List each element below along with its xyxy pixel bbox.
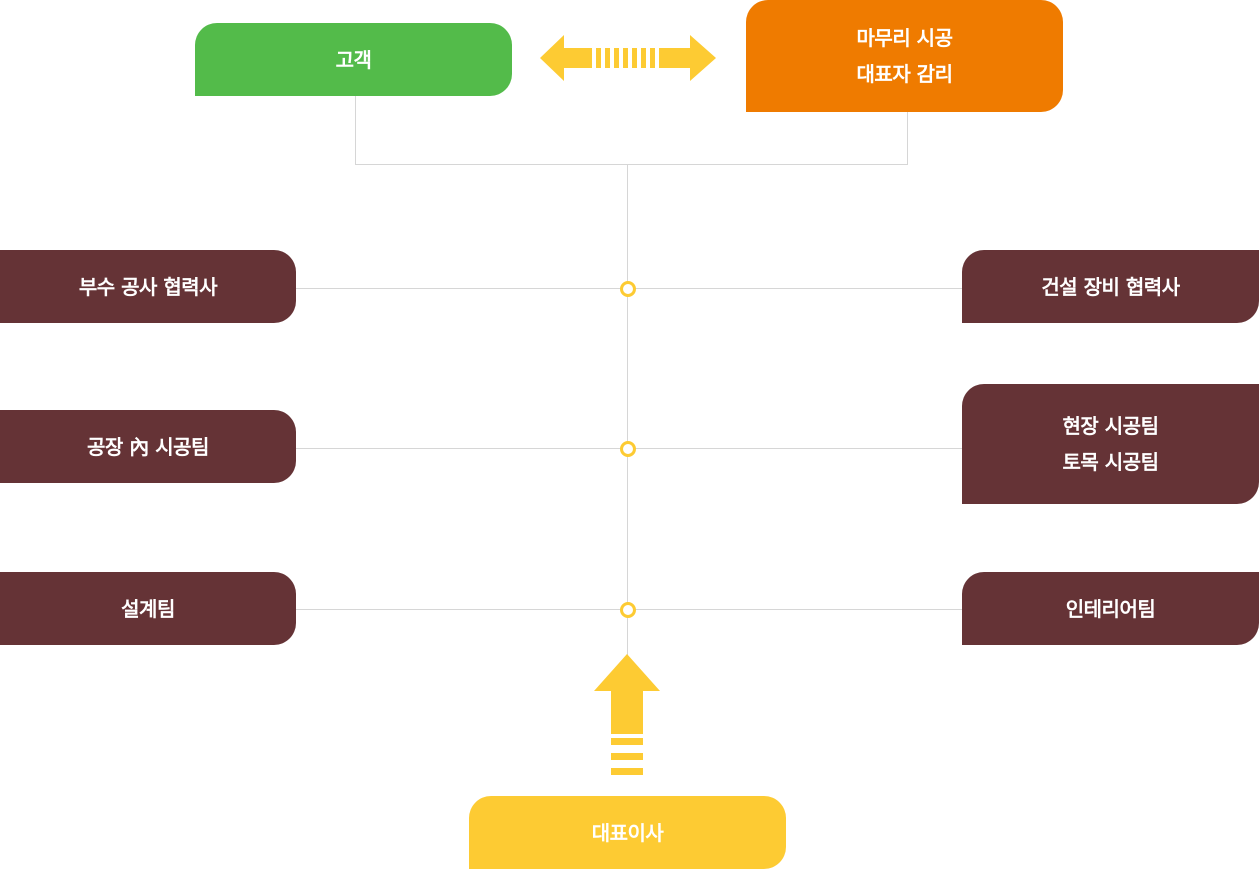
finish-supervision-box: 마무리 시공 대표자 감리 [746,0,1063,112]
ceo-label: 대표이사 [591,820,664,845]
top-horizontal-connector [355,164,908,165]
customer-box: 고객 [195,23,512,96]
junction-node-icon-2 [620,441,636,457]
left-node-label: 부수 공사 협력사 [78,274,218,299]
right-node-interior-team: 인테리어팀 [962,572,1259,645]
ceo-box: 대표이사 [469,796,786,869]
left-node-subcontractor: 부수 공사 협력사 [0,250,296,323]
finish-supervision-line-1: 마무리 시공 [856,26,953,50]
left-node-label: 설계팀 [121,596,175,621]
junction-node-icon-3 [620,602,636,618]
right-node-equipment-partner: 건설 장비 협력사 [962,250,1259,323]
right-node-label: 인테리어팀 [1065,596,1156,621]
up-arrow-icon [594,654,660,775]
left-node-label: 공장 內 시공팀 [87,434,209,459]
left-node-design-team: 설계팀 [0,572,296,645]
right-node-label-line-1: 현장 시공팀 [1062,414,1159,438]
double-headed-arrow-icon [540,35,716,81]
junction-node-icon-1 [620,281,636,297]
customer-label: 고객 [335,47,372,72]
right-node-label-line-2: 토목 시공팀 [1062,450,1159,474]
finish-supervision-line-2: 대표자 감리 [856,62,953,86]
right-node-label: 건설 장비 협력사 [1041,274,1180,299]
customer-connector-line [355,96,356,165]
right-node-site-civil-team: 현장 시공팀 토목 시공팀 [962,384,1259,504]
supervision-connector-line [907,112,908,165]
left-node-factory-team: 공장 內 시공팀 [0,410,296,483]
center-vertical-line [627,165,628,655]
